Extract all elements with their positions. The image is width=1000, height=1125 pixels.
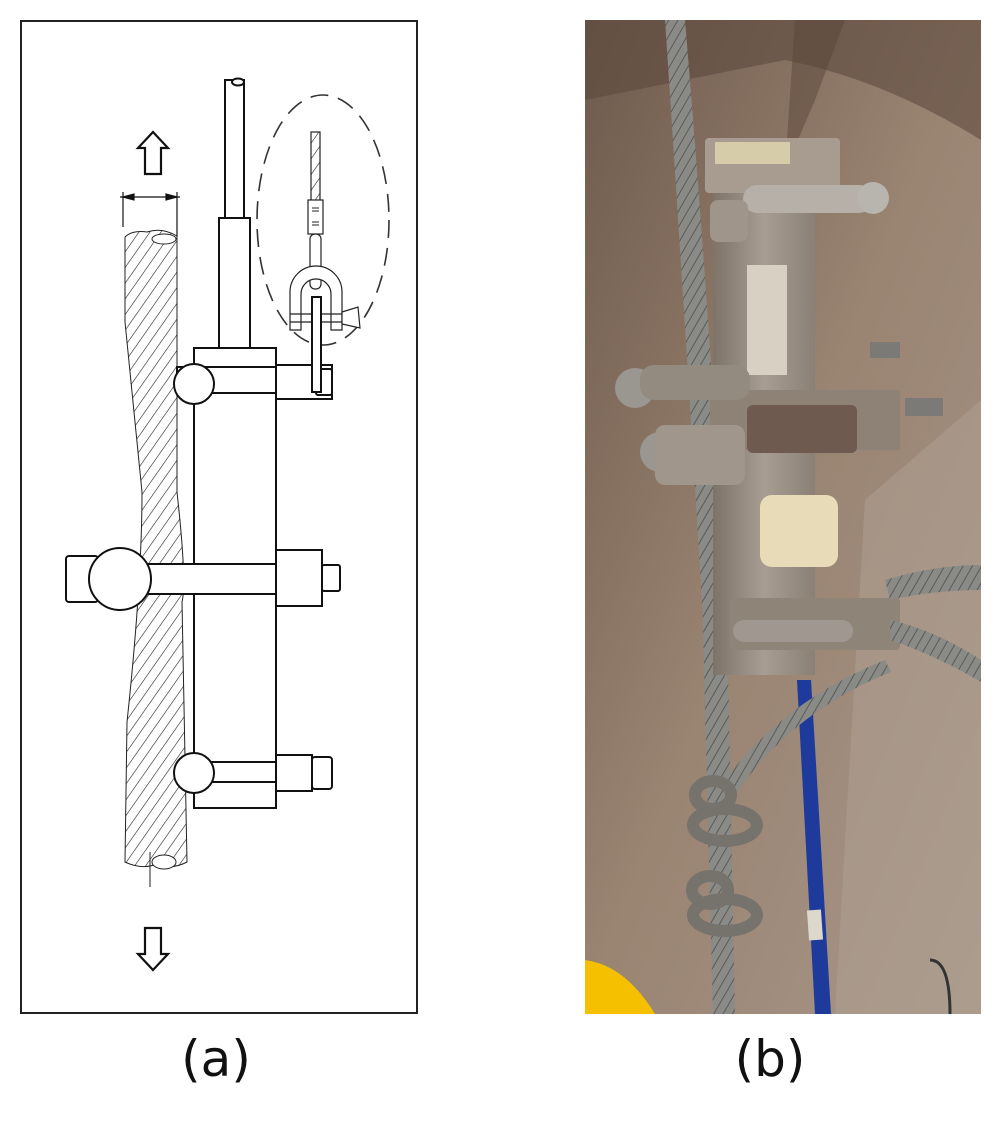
shackle-detail xyxy=(256,94,390,393)
panel-b-photo xyxy=(585,20,981,1014)
down-arrow-icon xyxy=(135,926,171,972)
shackles xyxy=(686,775,763,937)
sensor-schematic-drawing xyxy=(65,77,390,972)
blue-cable xyxy=(797,680,831,1014)
bottom-clamp-bolt xyxy=(173,752,333,794)
sensor-installation-photo xyxy=(585,20,981,1014)
diameter-dimension xyxy=(120,192,180,237)
tension-sensor xyxy=(615,138,943,675)
wire-rope xyxy=(124,229,188,887)
middle-clamp-bolt xyxy=(65,547,341,611)
yellow-object xyxy=(585,960,655,1014)
top-rod xyxy=(218,77,251,349)
panel-a-schematic xyxy=(20,20,418,1014)
panel-a-caption: (a) xyxy=(181,1030,251,1088)
up-arrow-icon xyxy=(135,130,171,176)
wire-rope xyxy=(665,20,735,1014)
panel-b-caption: (b) xyxy=(734,1030,806,1088)
